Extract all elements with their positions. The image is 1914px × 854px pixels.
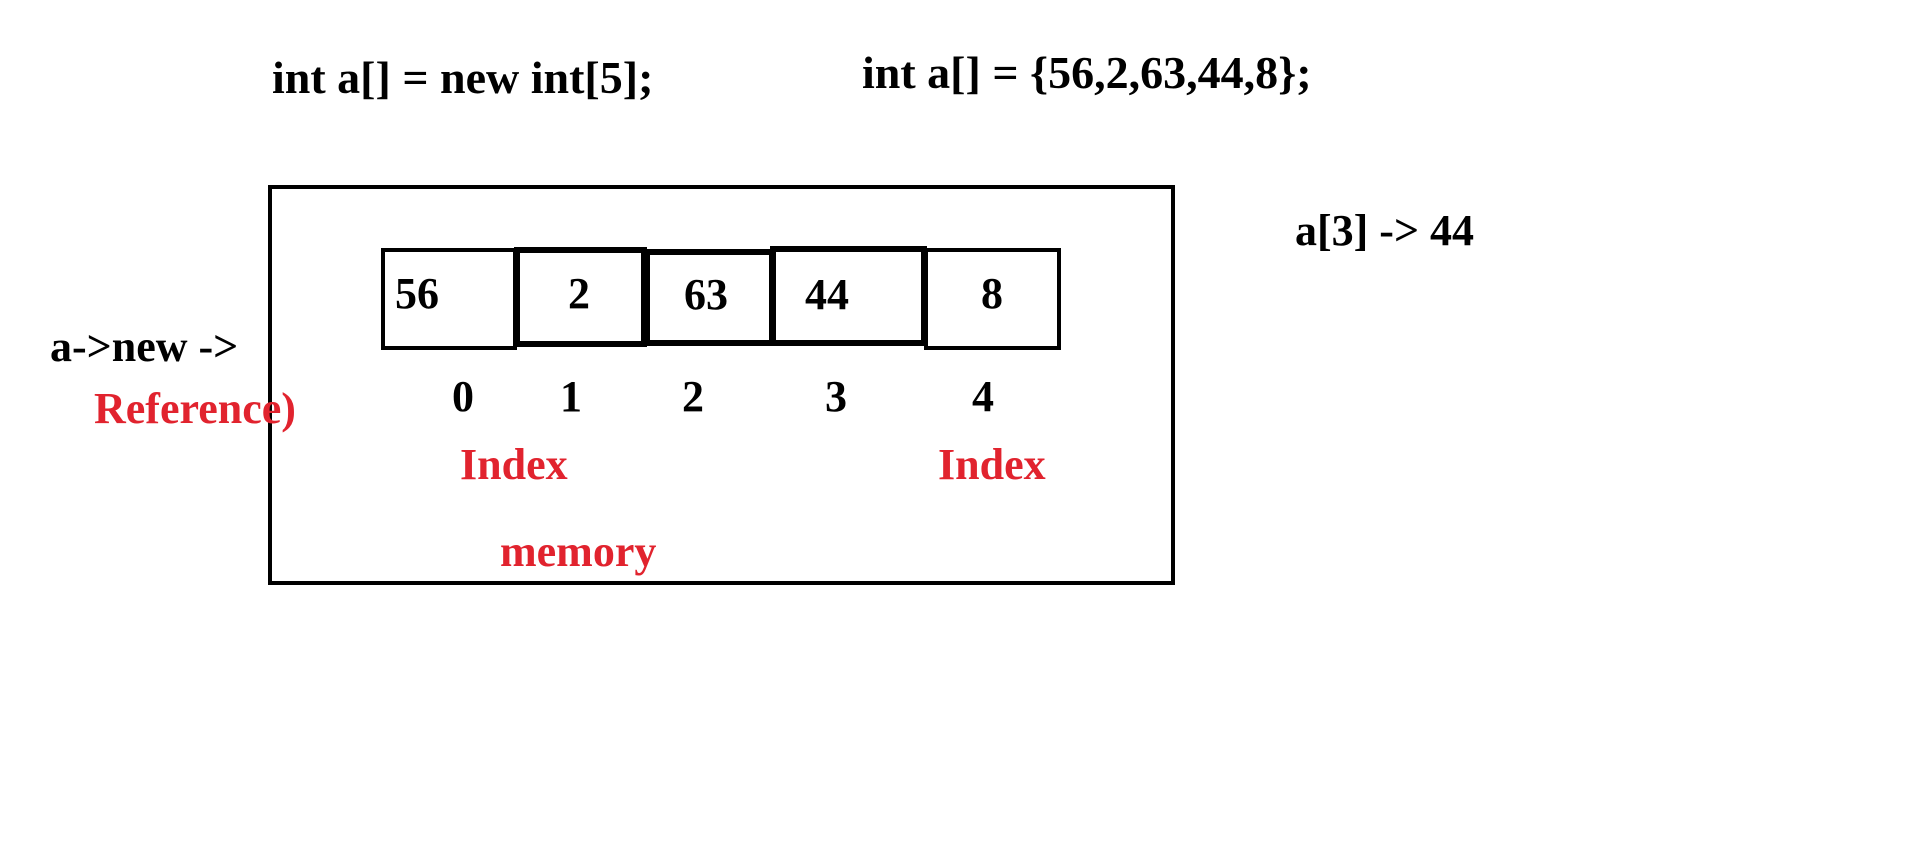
memory-label: memory	[500, 527, 657, 576]
array-cell-value: 63	[684, 270, 728, 319]
array-index: 3	[825, 372, 847, 421]
index-label-first: Index	[460, 440, 568, 489]
array-cell-value: 8	[981, 269, 1003, 318]
array-cell-value: 44	[805, 270, 849, 319]
array-index: 0	[452, 372, 474, 421]
declaration-new-array: int a[] = new int[5];	[272, 52, 654, 103]
memory-block	[268, 185, 1175, 585]
array-cell: 2	[514, 247, 647, 347]
array-index: 1	[560, 372, 582, 421]
array-cell-value: 56	[395, 269, 439, 318]
array-cell: 8	[924, 248, 1061, 350]
array-cell-value: 2	[568, 269, 590, 318]
array-access-example: a[3] -> 44	[1295, 206, 1475, 255]
reference-pointer-text: a->new ->	[50, 322, 239, 371]
array-cell: 44	[770, 246, 927, 346]
reference-label: Reference)	[94, 384, 296, 433]
array-index: 4	[972, 372, 994, 421]
array-cell: 63	[644, 249, 775, 346]
array-cell: 56	[381, 248, 517, 350]
array-index: 2	[682, 372, 704, 421]
declaration-initialized-array: int a[] = {56,2,63,44,8};	[862, 47, 1312, 98]
index-label-last: Index	[938, 440, 1046, 489]
